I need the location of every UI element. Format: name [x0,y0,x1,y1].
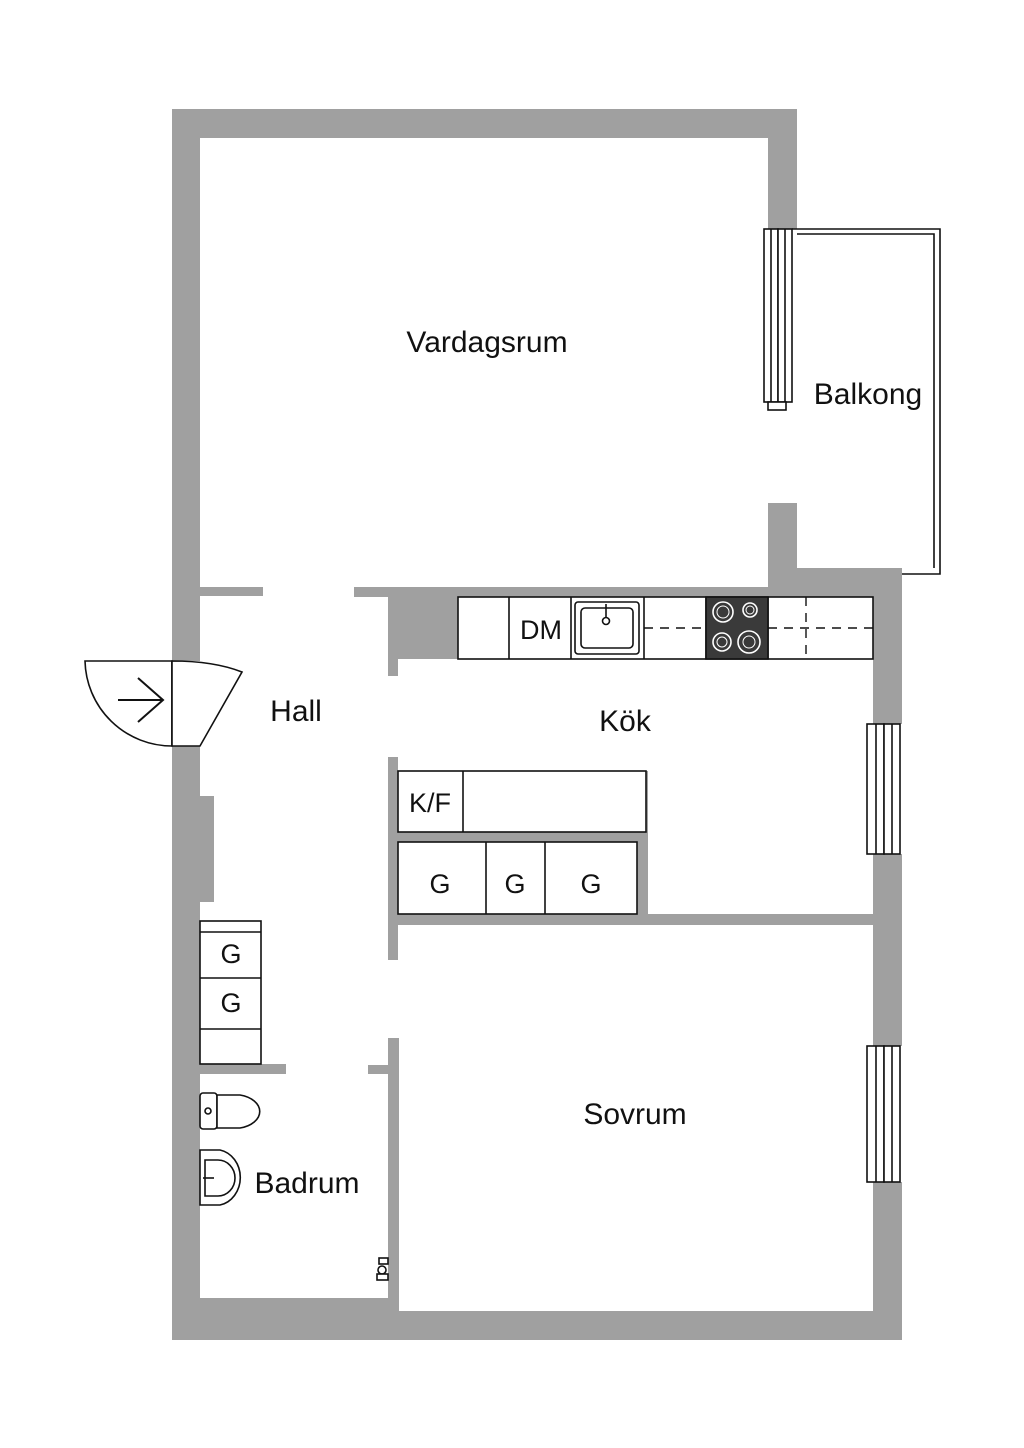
shower-icon [376,1257,389,1281]
balcony-outline [792,228,941,575]
wardrobe-label: G [580,869,601,899]
wardrobe-label: G [504,869,525,899]
wardrobe-label: G [220,939,241,969]
arrow-right-icon [118,677,165,723]
kitchen-counter: DM [457,596,874,660]
room-label-vardagsrum: Vardagsrum [406,326,567,359]
wardrobe-row-hall: G G G [397,841,638,915]
kitchen-window [866,723,901,855]
wardrobe-label: G [429,869,450,899]
outer-walls [172,109,902,1340]
balcony-door-window [763,228,793,411]
sink-icon [574,601,640,655]
fridge-freezer-label: K/F [409,788,451,818]
entrance-door [84,660,244,747]
wardrobe-column-left: G G [199,920,262,1065]
stove-icon [705,596,769,660]
dishwasher-label: DM [520,615,562,645]
fridge-freezer-unit: K/F [397,770,647,833]
room-label-hall: Hall [270,695,322,728]
wardrobe-label: G [220,988,241,1018]
washbasin-icon [199,1149,242,1206]
room-label-sovrum: Sovrum [583,1098,686,1131]
interior-walls [200,587,873,1311]
toilet-icon [199,1092,261,1130]
room-label-badrum: Badrum [254,1167,359,1200]
bedroom-window [866,1045,901,1183]
room-label-balkong: Balkong [814,378,922,411]
room-label-kok: Kök [599,705,652,738]
